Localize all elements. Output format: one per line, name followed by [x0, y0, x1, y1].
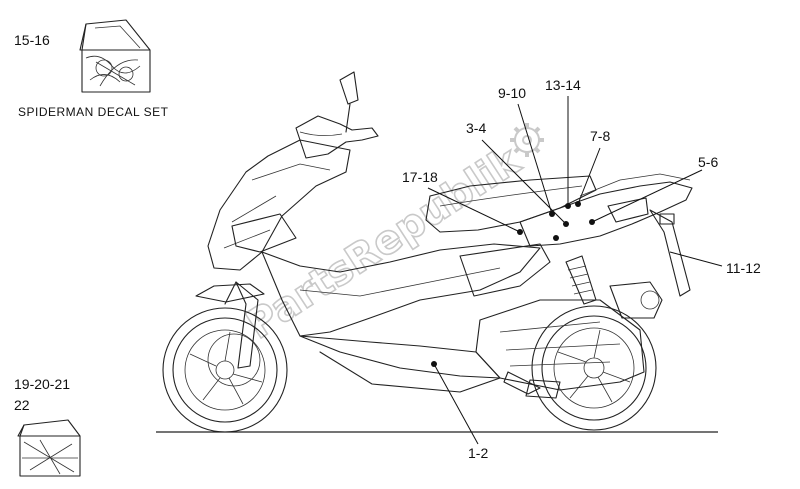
callout-3-4: 3-4: [466, 120, 486, 136]
callouts: 15-16 SPIDERMAN DECAL SET 9-10 13-14 3-4…: [14, 32, 761, 461]
callout-19-20-21: 19-20-21: [14, 376, 70, 392]
point-9-10: [549, 211, 555, 217]
leader-1-2: [433, 363, 479, 445]
point-5-6: [589, 219, 595, 225]
leader-7-8: [577, 147, 601, 205]
callout-22: 22: [14, 397, 30, 413]
point-17-18: [517, 229, 523, 235]
callout-7-8: 7-8: [590, 128, 610, 144]
decal-set-package-top: [79, 19, 151, 93]
leader-17-18: [427, 187, 521, 233]
watermark-text: PartsRepublik: [238, 137, 529, 348]
leader-11-12: [669, 251, 723, 267]
callout-15-16: 15-16: [14, 32, 50, 48]
point-3-4: [563, 221, 569, 227]
callout-11-12: 11-12: [726, 260, 761, 276]
leader-5-6: [591, 169, 703, 223]
callout-9-10: 9-10: [498, 85, 526, 101]
callout-1-2: 1-2: [468, 445, 488, 461]
callout-5-6: 5-6: [698, 154, 718, 170]
leader-3-4: [481, 139, 567, 225]
decal-set-package-bottom: [17, 419, 81, 477]
point-13-14: [565, 203, 571, 209]
point-1-2: [431, 361, 437, 367]
scooter-drawing: [162, 71, 693, 433]
point-7-8: [575, 201, 581, 207]
callout-17-18: 17-18: [402, 169, 438, 185]
point-extra: [553, 235, 559, 241]
callout-13-14: 13-14: [545, 77, 581, 93]
front-wheel: [162, 307, 288, 433]
rear-wheel: [531, 305, 657, 431]
leader-9-10: [517, 103, 553, 215]
watermark-gear-icon: [510, 123, 544, 157]
decal-set-label: SPIDERMAN DECAL SET: [18, 105, 169, 119]
